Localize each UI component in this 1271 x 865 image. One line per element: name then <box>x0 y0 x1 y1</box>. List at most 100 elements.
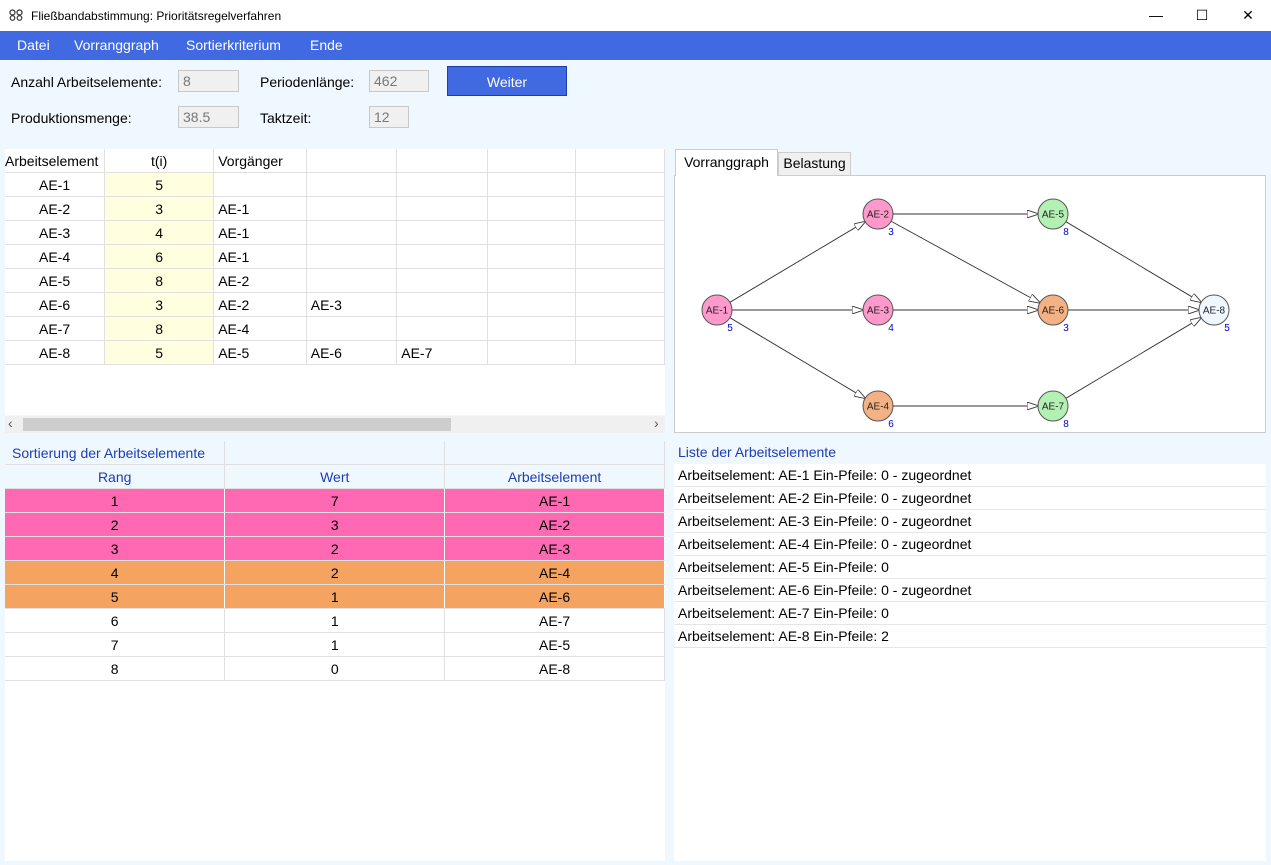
grid-cell[interactable]: AE-4 <box>5 244 106 269</box>
grid-cell[interactable]: AE-5 <box>213 340 307 365</box>
graph-node[interactable] <box>862 390 894 422</box>
grid-cell[interactable] <box>396 244 488 269</box>
grid-cell[interactable] <box>213 172 307 197</box>
grid-cell[interactable]: AE-7 <box>5 316 106 341</box>
list-item[interactable]: Arbeitselement: AE-5 Ein-Pfeile: 0 <box>674 556 1266 579</box>
weiter-button[interactable]: Weiter <box>447 66 567 96</box>
grid-cell[interactable]: AE-2 <box>5 196 106 221</box>
graph-node[interactable] <box>1037 198 1069 230</box>
grid-header-cell[interactable] <box>396 149 488 173</box>
grid-cell[interactable] <box>575 292 665 317</box>
list-item[interactable]: Arbeitselement: AE-4 Ein-Pfeile: 0 - zug… <box>674 533 1266 556</box>
graph-node[interactable] <box>1198 294 1230 326</box>
grid-cell[interactable] <box>487 172 577 197</box>
grid-cell[interactable]: AE-3 <box>5 220 106 245</box>
grid-cell[interactable] <box>575 244 665 269</box>
grid-cell[interactable] <box>396 172 488 197</box>
graph-node[interactable] <box>862 294 894 326</box>
grid-cell[interactable] <box>306 268 398 293</box>
list-item[interactable]: Arbeitselement: AE-6 Ein-Pfeile: 0 - zug… <box>674 579 1266 602</box>
grid-cell[interactable]: 5 <box>104 340 215 365</box>
horizontal-scrollbar[interactable]: ‹ › <box>5 415 665 433</box>
scroll-right-icon[interactable]: › <box>654 415 659 431</box>
grid-cell[interactable] <box>487 268 577 293</box>
grid-cell[interactable] <box>306 172 398 197</box>
list-item[interactable]: Arbeitselement: AE-2 Ein-Pfeile: 0 - zug… <box>674 487 1266 510</box>
grid-cell[interactable]: 6 <box>104 244 215 269</box>
grid-cell[interactable] <box>575 316 665 341</box>
minimize-button[interactable]: — <box>1149 7 1163 23</box>
sort-header-arbeitselement[interactable]: Arbeitselement <box>444 464 665 489</box>
grid-cell[interactable]: AE-1 <box>5 172 106 197</box>
grid-cell[interactable] <box>306 220 398 245</box>
graph-node[interactable] <box>1037 294 1069 326</box>
graph-node[interactable] <box>1037 390 1069 422</box>
grid-cell[interactable] <box>575 172 665 197</box>
grid-cell[interactable]: AE-4 <box>213 316 307 341</box>
scroll-thumb[interactable] <box>23 418 451 431</box>
grid-header-cell[interactable] <box>306 149 398 173</box>
graph-node[interactable] <box>701 294 733 326</box>
grid-cell[interactable] <box>396 220 488 245</box>
grid-cell[interactable]: AE-2 <box>213 292 307 317</box>
grid-cell[interactable]: 3 <box>104 292 215 317</box>
list-item[interactable]: Arbeitselement: AE-3 Ein-Pfeile: 0 - zug… <box>674 510 1266 533</box>
grid-cell[interactable]: AE-1 <box>213 244 307 269</box>
grid-header-cell[interactable]: Arbeitselement <box>5 149 106 173</box>
scroll-left-icon[interactable]: ‹ <box>8 415 13 431</box>
grid-cell[interactable] <box>575 220 665 245</box>
grid-cell[interactable] <box>396 196 488 221</box>
menu-datei[interactable]: Datei <box>17 37 50 53</box>
grid-cell[interactable]: AE-5 <box>5 268 106 293</box>
grid-cell[interactable]: AE-7 <box>396 340 488 365</box>
menu-ende[interactable]: Ende <box>310 37 343 53</box>
grid-cell[interactable] <box>306 196 398 221</box>
grid-cell[interactable] <box>487 220 577 245</box>
produktion-field[interactable]: 38.5 <box>178 106 239 128</box>
sort-header-rang[interactable]: Rang <box>5 464 226 489</box>
graph-node[interactable] <box>862 198 894 230</box>
grid-cell[interactable] <box>575 268 665 293</box>
grid-header-cell[interactable]: Vorgänger <box>213 149 307 173</box>
grid-cell[interactable]: 4 <box>104 220 215 245</box>
list-item[interactable]: Arbeitselement: AE-7 Ein-Pfeile: 0 <box>674 602 1266 625</box>
grid-cell[interactable] <box>487 316 577 341</box>
takt-field[interactable]: 12 <box>369 106 409 128</box>
menu-vorranggraph[interactable]: Vorranggraph <box>74 37 159 53</box>
grid-cell[interactable]: AE-6 <box>306 340 398 365</box>
tab-vorranggraph[interactable]: Vorranggraph <box>675 149 778 176</box>
periode-field[interactable]: 462 <box>369 70 429 92</box>
list-item[interactable]: Arbeitselement: AE-8 Ein-Pfeile: 2 <box>674 625 1266 648</box>
grid-cell[interactable] <box>306 316 398 341</box>
grid-cell[interactable]: 8 <box>104 316 215 341</box>
grid-cell[interactable]: AE-1 <box>213 196 307 221</box>
grid-cell[interactable] <box>487 196 577 221</box>
grid-header-cell[interactable] <box>575 149 665 173</box>
grid-cell[interactable]: 3 <box>104 196 215 221</box>
grid-cell[interactable]: 5 <box>104 172 215 197</box>
grid-cell[interactable]: 8 <box>104 268 215 293</box>
tab-belastung[interactable]: Belastung <box>778 152 851 175</box>
grid-header-cell[interactable] <box>487 149 577 173</box>
grid-cell[interactable]: AE-1 <box>213 220 307 245</box>
grid-cell[interactable] <box>396 316 488 341</box>
grid-cell[interactable] <box>306 244 398 269</box>
sort-header-wert[interactable]: Wert <box>224 464 446 489</box>
grid-cell[interactable] <box>487 292 577 317</box>
grid-cell[interactable]: AE-6 <box>5 292 106 317</box>
grid-cell[interactable]: AE-2 <box>213 268 307 293</box>
maximize-button[interactable]: ☐ <box>1195 7 1209 23</box>
grid-cell[interactable] <box>575 340 665 365</box>
grid-cell[interactable] <box>575 196 665 221</box>
grid-cell[interactable]: AE-3 <box>306 292 398 317</box>
grid-cell[interactable] <box>487 340 577 365</box>
anzahl-field[interactable]: 8 <box>178 70 239 92</box>
